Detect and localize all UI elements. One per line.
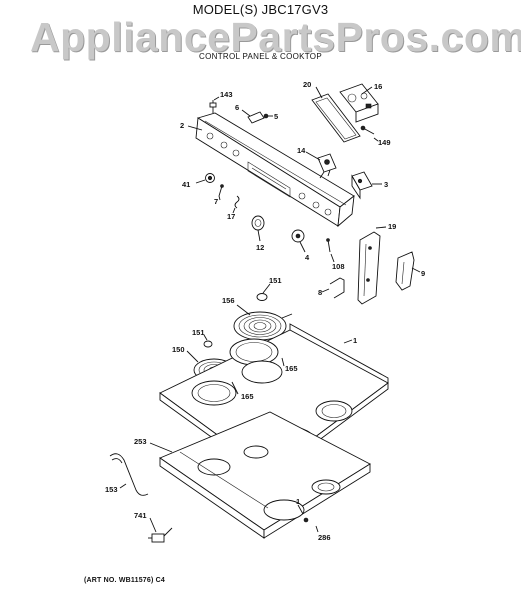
- callout-5: 5: [274, 112, 278, 121]
- callout-4: 4: [305, 253, 310, 262]
- callout-19: 19: [388, 222, 396, 231]
- callout-20: 20: [303, 80, 311, 89]
- part-16-clock-assembly: [339, 83, 379, 123]
- part-6-5-clip: [247, 111, 269, 124]
- callout-741: 741: [134, 511, 147, 520]
- callout-41: 41: [182, 180, 190, 189]
- callout-6: 6: [235, 103, 239, 112]
- callout-1: 1: [353, 336, 357, 345]
- callout-8: 8: [318, 288, 322, 297]
- part-17-spring: [234, 195, 240, 209]
- callout-9: 9: [421, 269, 425, 278]
- part-20-clock-glass: [311, 93, 361, 143]
- model-title: MODEL(S) JBC17GV3: [192, 2, 329, 17]
- leader-lines: [119, 86, 421, 533]
- callout-2: 2: [180, 121, 184, 130]
- callout-286: 286: [318, 533, 331, 542]
- part-149-screw: [360, 125, 375, 135]
- callout-labels: 143 6 5 20 16 149 2 14 3 41 7 17 19 12 4…: [105, 80, 425, 542]
- part-12-knob: [251, 215, 265, 231]
- part-9-end-bracket: [395, 251, 415, 291]
- watermark-logo: AppliancePartsPros.com: [30, 14, 521, 60]
- part-3-terminal-block: [351, 171, 373, 200]
- callout-7: 7: [214, 197, 218, 206]
- diagram-subtitle: CONTROL PANEL & COOKTOP: [199, 52, 322, 61]
- part-4-knob: [291, 229, 305, 243]
- part-253-cooktop-body: [159, 411, 371, 539]
- callout-143: 143: [220, 90, 233, 99]
- part-8-bracket: [329, 277, 345, 299]
- part-7-pin: [218, 184, 224, 197]
- part-151-trim-ring: [256, 293, 268, 301]
- callout-17: 17: [227, 212, 235, 221]
- callout-1-lower: 1: [296, 497, 300, 506]
- art-number: (ART NO. WB11576) C4: [84, 577, 166, 584]
- control-panel-backsplash: [195, 112, 355, 228]
- part-14-switch: [317, 153, 337, 179]
- part-153-wire-harness: [109, 453, 149, 496]
- callout-165-lower: 165: [241, 392, 254, 401]
- callout-151-upper: 151: [269, 276, 282, 285]
- callout-108: 108: [332, 262, 345, 271]
- callout-149: 149: [378, 138, 391, 147]
- part-108-clip: [326, 238, 331, 253]
- callout-253: 253: [134, 437, 147, 446]
- callout-165-upper: 165: [285, 364, 298, 373]
- callout-153: 153: [105, 485, 118, 494]
- part-151-trim-ring-small: [203, 340, 213, 348]
- callout-151-lower: 151: [192, 328, 205, 337]
- part-286-screw: [303, 517, 309, 523]
- part-19-side-bracket: [357, 231, 381, 305]
- callout-156: 156: [222, 296, 235, 305]
- callout-14: 14: [297, 146, 306, 155]
- part-41-knob: [205, 173, 215, 183]
- callout-16: 16: [374, 82, 382, 91]
- callout-12: 12: [256, 243, 264, 252]
- part-741-terminal-plug: [148, 527, 173, 543]
- part-143-screw: [209, 100, 217, 113]
- callout-3: 3: [384, 180, 388, 189]
- callout-150: 150: [172, 345, 185, 354]
